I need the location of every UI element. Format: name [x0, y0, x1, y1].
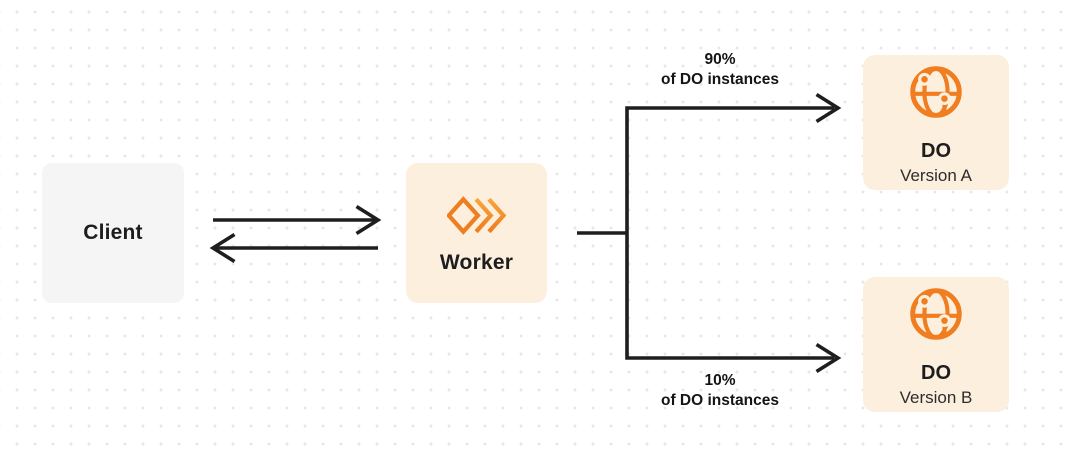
do-version-a-node: DO Version A: [863, 55, 1009, 190]
arrow-to-version-a: [815, 92, 842, 124]
arrow-to-version-b: [815, 342, 842, 374]
split-10-percent: 10%: [704, 372, 736, 389]
client-to-worker-arrow: [213, 204, 382, 236]
split-90-percent: 90%: [704, 51, 736, 68]
do-a-subtitle: Version A: [900, 166, 972, 185]
split-connector: [577, 106, 834, 360]
split-90-caption: of DO instances: [661, 71, 779, 88]
do-a-title: DO: [921, 140, 951, 162]
split-label-90: 90% of DO instances: [610, 50, 830, 90]
split-10-caption: of DO instances: [661, 392, 779, 409]
split-label-10: 10% of DO instances: [610, 371, 830, 411]
globe-icon: [910, 66, 962, 118]
do-version-b-node: DO Version B: [863, 277, 1009, 412]
client-label: Client: [83, 221, 143, 244]
worker-node: Worker: [406, 163, 547, 303]
do-b-subtitle: Version B: [899, 388, 973, 407]
client-node: Client: [42, 163, 184, 303]
globe-icon: [910, 288, 962, 340]
worker-label: Worker: [439, 251, 514, 274]
worker-to-client-arrow: [209, 232, 378, 264]
do-b-title: DO: [921, 362, 951, 384]
workers-chevrons-icon: [446, 196, 506, 235]
